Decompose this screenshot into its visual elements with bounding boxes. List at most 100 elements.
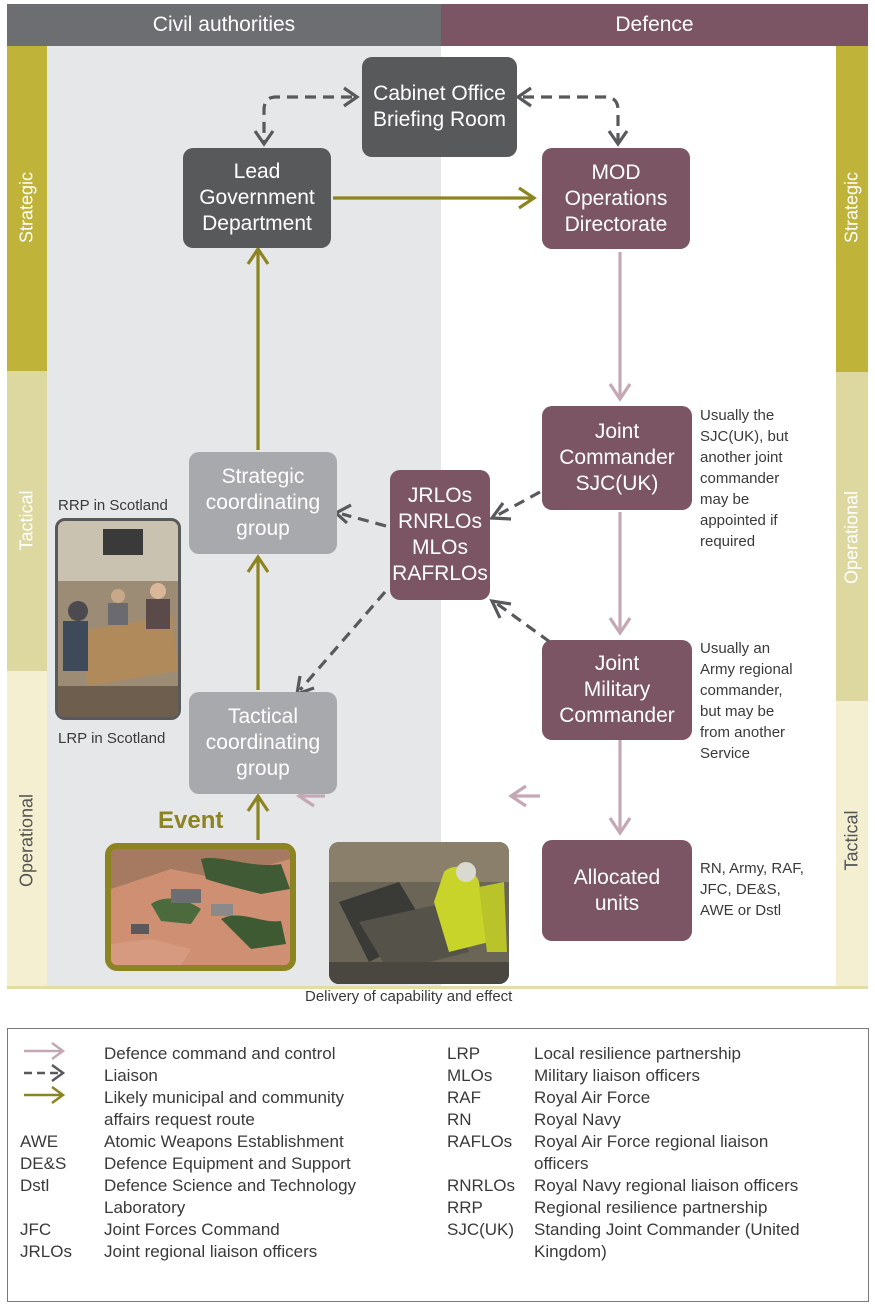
allocated-line-2: units [594, 891, 640, 915]
jc-note-6: appointed if [700, 512, 778, 529]
legend-def-awe: Atomic Weapons Establishment [104, 1131, 344, 1153]
cabinet-line-2: Briefing Room [372, 108, 507, 131]
abbr: JFC [20, 1220, 52, 1239]
abbr: LRP [447, 1044, 481, 1063]
joint-commander-note: Usually the SJC(UK), but another joint c… [700, 405, 788, 552]
legend-abbr-des: DE&S [20, 1153, 66, 1175]
legend-def-rnrlos: Royal Navy regional liaison officers [534, 1175, 798, 1197]
legend-def-rn: Royal Navy [534, 1109, 621, 1131]
abbr: RN [447, 1110, 472, 1129]
abbr: SJC(UK) [447, 1220, 515, 1239]
def: Atomic Weapons Establishment [104, 1132, 344, 1151]
cabinet-office-box: Cabinet Office Briefing Room [362, 57, 517, 157]
mod-line-1: MOD [591, 160, 641, 184]
def: Joint regional liaison officers [104, 1242, 318, 1261]
liaison-line-2: RNRLOs [397, 510, 482, 533]
legend-def-dstl: Defence Science and Technology Laborator… [104, 1175, 356, 1219]
jc-note-1: Usually the [700, 407, 775, 424]
legend-symbols [24, 1041, 66, 1105]
liaison-officers-box: JRLOs RNRLOs MLOs RAFRLOs [390, 470, 490, 600]
lead-government-box: Lead Government Department [183, 148, 331, 248]
abbr: RRP [447, 1198, 483, 1217]
def: Regional resilience partnership [534, 1198, 768, 1217]
joint-line-1: Joint [594, 420, 640, 443]
legend-abbr-rn: RN [447, 1109, 472, 1131]
def: Standing Joint Commander (United [534, 1220, 800, 1239]
mod-line-2: Operations [564, 186, 668, 210]
legend-abbr-dstl: Dstl [20, 1175, 49, 1197]
legend-abbr-lrp: LRP [447, 1043, 480, 1065]
tactical-line-1: Tactical [227, 705, 299, 728]
delivery-photo [329, 842, 509, 984]
civil-header-label: Civil authorities [152, 13, 296, 36]
def: Royal Air Force regional liaison [534, 1132, 769, 1151]
mod-operations-box: MOD Operations Directorate [542, 148, 690, 249]
strategic-line-2: coordinating [205, 491, 321, 514]
def: Royal Navy [534, 1110, 621, 1129]
liaison-arrow-cabinet-lead [262, 95, 352, 142]
rrp-caption: RRP in Scotland [58, 497, 168, 514]
abbr: AWE [20, 1132, 59, 1151]
tactical-line-2: coordinating [205, 731, 321, 754]
def: Kingdom) [534, 1242, 607, 1261]
legend-def-sjcuk: Standing Joint Commander (United Kingdom… [534, 1219, 800, 1263]
def: Royal Air Force [534, 1088, 651, 1107]
au-note-1: RN, Army, RAF, [700, 860, 804, 877]
defence-header: Defence [441, 4, 868, 46]
jm-note-6: Service [700, 745, 751, 762]
legend-abbr-jfc: JFC [20, 1219, 51, 1241]
liaison-arrow-joint-lo [495, 490, 541, 518]
lead-line-1: Lead [233, 160, 281, 183]
legend-symbol-liaison: Liaison [104, 1065, 158, 1087]
tactical-line-3: group [236, 757, 290, 780]
legend-request-text-2: affairs request route [104, 1110, 255, 1129]
meeting-image [58, 521, 178, 717]
allocated-line-1: Allocated [573, 865, 661, 889]
flood-image [111, 849, 290, 965]
flow-arrows [246, 86, 632, 840]
joint-commander-box: Joint Commander SJC(UK) [542, 406, 692, 510]
jm-note-2: Army regional [700, 661, 793, 678]
command-arrow-icon [24, 1041, 66, 1061]
abbr: JRLOs [20, 1242, 72, 1261]
lead-line-3: Department [202, 212, 312, 235]
left-band-tactical [7, 371, 47, 671]
event-flood-photo [105, 843, 296, 971]
def: officers [534, 1154, 589, 1173]
legend-abbr-sjcuk: SJC(UK) [447, 1219, 514, 1241]
legend-abbr-jrlos: JRLOs [20, 1241, 72, 1263]
legend-def-raf: Royal Air Force [534, 1087, 650, 1109]
legend-def-des: Defence Equipment and Support [104, 1153, 351, 1175]
defence-header-label: Defence [615, 13, 694, 36]
legend-abbr-rnrlos: RNRLOs [447, 1175, 515, 1197]
abbr: Dstl [20, 1176, 50, 1195]
tactical-coordinating-box: Tactical coordinating group [189, 692, 337, 794]
delivery-image [329, 842, 509, 984]
legend-symbol-command: Defence command and control [104, 1043, 336, 1065]
abbr: RAFLOs [447, 1132, 513, 1151]
def: Military liaison officers [534, 1066, 700, 1085]
allocated-units-note: RN, Army, RAF, JFC, DE&S, AWE or Dstl [700, 858, 804, 921]
legend-def-jfc: Joint Forces Command [104, 1219, 280, 1241]
strategic-line-3: group [236, 517, 290, 540]
joint-line-3: SJC(UK) [575, 472, 659, 495]
strategic-coordinating-box: Strategic coordinating group [189, 452, 337, 554]
right-band-tactical [836, 701, 868, 986]
legend-def-rrp: Regional resilience partnership [534, 1197, 767, 1219]
mod-line-3: Directorate [564, 212, 668, 236]
jointmil-line-2: Military [583, 678, 651, 701]
legend-liaison-text: Liaison [104, 1066, 158, 1085]
strategic-line-1: Strategic [221, 465, 305, 488]
def: Royal Navy regional liaison officers [534, 1176, 799, 1195]
liaison-line-4: RAFRLOs [392, 562, 488, 585]
au-note-2: JFC, DE&S, [700, 881, 781, 898]
diagram-bottom-rule [7, 986, 868, 989]
def: Laboratory [104, 1198, 186, 1217]
def: Joint Forces Command [104, 1220, 280, 1239]
legend-abbr-raflos: RAFLOs [447, 1131, 512, 1153]
jm-note-4: but may be [700, 703, 775, 720]
left-band-strategic [7, 46, 47, 371]
def: Local resilience partnership [534, 1044, 741, 1063]
cabinet-line-1: Cabinet Office [373, 82, 506, 105]
right-band-strategic [836, 46, 868, 372]
